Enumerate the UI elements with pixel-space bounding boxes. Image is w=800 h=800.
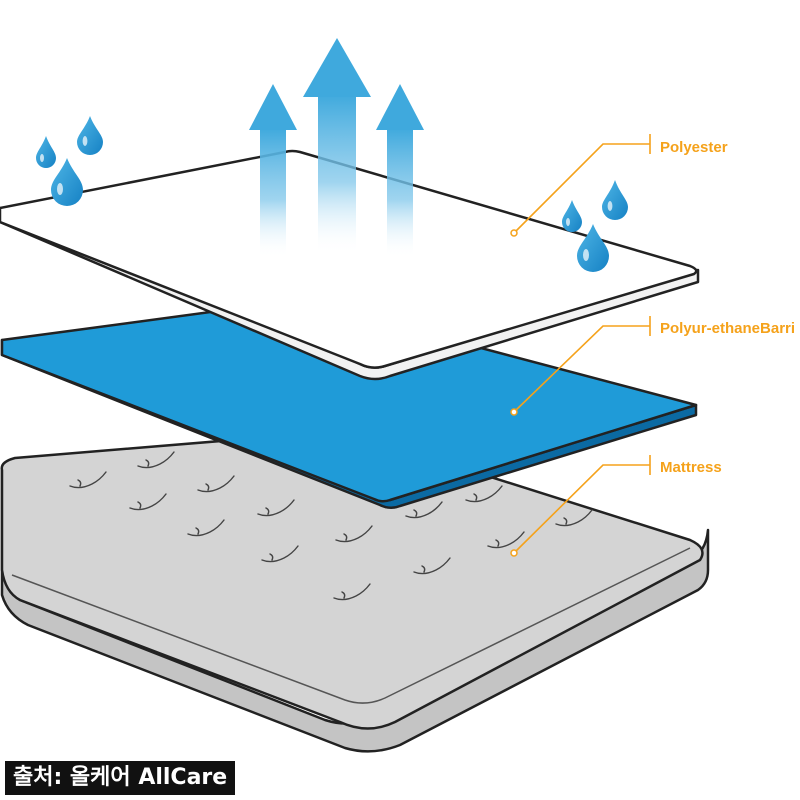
water-droplet-icon bbox=[602, 180, 628, 220]
mattress-piping bbox=[11, 547, 691, 704]
barrier-top bbox=[0, 298, 698, 503]
water-droplet-icon bbox=[77, 116, 103, 155]
mattress-layer bbox=[0, 430, 710, 753]
barrier-side bbox=[0, 338, 698, 509]
mattress-tufts bbox=[69, 451, 593, 601]
water-droplet-icon bbox=[577, 224, 609, 272]
callout-polyester: Polyester bbox=[510, 134, 728, 237]
callout-mattress: Mattress bbox=[510, 455, 722, 557]
polyester-layer bbox=[0, 149, 700, 381]
mattress-top bbox=[0, 430, 704, 730]
polyester-top bbox=[0, 149, 698, 369]
airflow-arrow-center bbox=[303, 38, 371, 254]
label-barrier: Polyur-ethaneBarri bbox=[660, 320, 795, 337]
water-droplet-icon bbox=[36, 136, 56, 168]
water-droplets bbox=[36, 116, 628, 272]
barrier-layer bbox=[0, 298, 698, 509]
water-droplet-icon bbox=[51, 158, 83, 206]
airflow-arrows bbox=[249, 38, 424, 258]
airflow-arrow-right bbox=[376, 84, 424, 258]
label-mattress: Mattress bbox=[660, 459, 722, 476]
water-droplet-icon bbox=[562, 200, 582, 232]
source-caption: 출처: 올케어 AllCare bbox=[5, 761, 236, 795]
callout-barrier: Polyur-ethaneBarri bbox=[510, 316, 795, 416]
airflow-arrow-left bbox=[249, 84, 297, 258]
label-polyester: Polyester bbox=[660, 139, 728, 156]
